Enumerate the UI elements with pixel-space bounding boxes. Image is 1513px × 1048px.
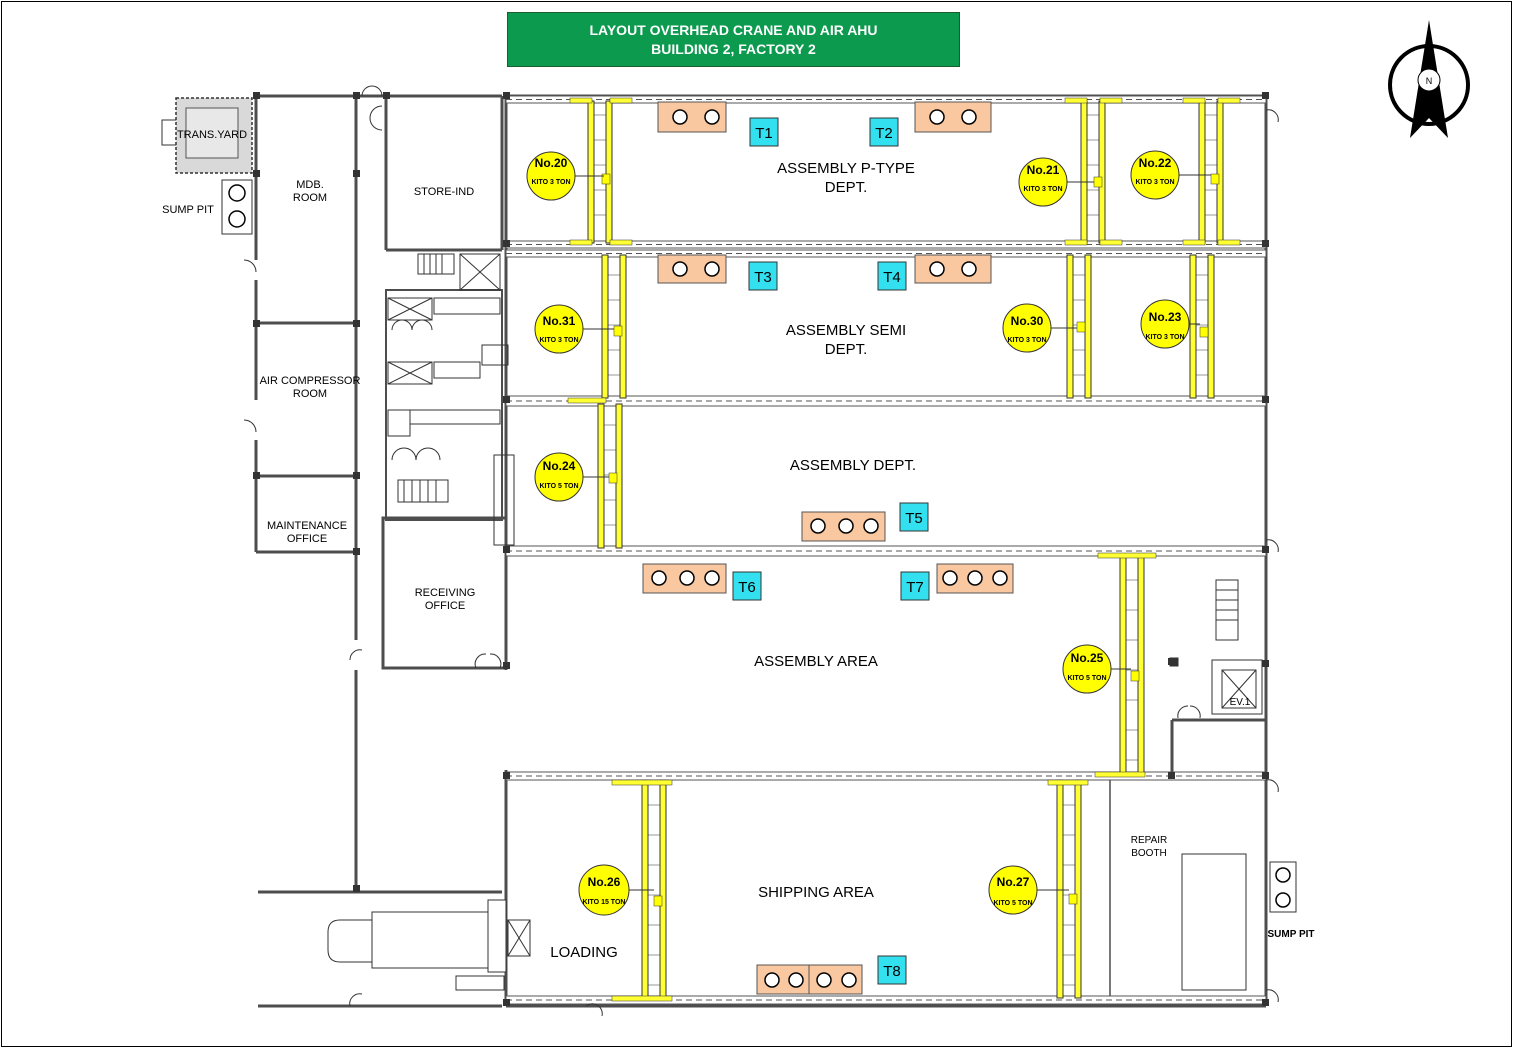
ahu-tag-t5-label: T5 — [905, 510, 923, 527]
crane-no27-id: No.27 — [997, 875, 1030, 889]
ahu-tag-t7: T7 — [900, 571, 930, 601]
dept-assembly-area: ASSEMBLY AREA — [754, 653, 878, 670]
crane-no20: No.20 KITO 3 TON — [526, 151, 604, 201]
crane-no26-capacity: KITO 15 TON — [583, 899, 626, 906]
ahu-tag-t7-label: T7 — [906, 579, 924, 596]
dept-assembly-p-type-2: DEPT. — [825, 179, 868, 196]
crane-no24: No.24 KITO 5 TON — [534, 452, 609, 502]
mdb-room-label-2: ROOM — [293, 192, 327, 204]
title-line-2: BUILDING 2, FACTORY 2 — [651, 41, 816, 57]
ahu-tag-t1-label: T1 — [755, 125, 773, 142]
ahu-tag-t6: T6 — [732, 571, 762, 601]
crane-no25-id: No.25 — [1071, 651, 1104, 665]
crane-no30: No.30 KITO 3 TON — [1002, 303, 1077, 353]
receiving-office-label-2: OFFICE — [425, 600, 465, 612]
store-ind-label: STORE-IND — [414, 186, 474, 198]
dept-assembly-semi-2: DEPT. — [825, 341, 868, 358]
crane-no20-capacity: KITO 3 TON — [531, 179, 570, 186]
trans-yard-label: TRANS.YARD — [177, 129, 247, 141]
ev-label: EV.1 — [1230, 697, 1251, 708]
dept-assembly-p-type-1: ASSEMBLY P-TYPE — [777, 160, 915, 177]
sump-pit-right-label: SUMP PIT — [1267, 929, 1314, 940]
air-compressor-room-label-2: ROOM — [293, 388, 327, 400]
doors — [243, 85, 1279, 1017]
crane-no20-id: No.20 — [535, 156, 568, 170]
crane-no25-capacity: KITO 5 TON — [1067, 675, 1106, 682]
dept-assembly: ASSEMBLY DEPT. — [790, 457, 916, 474]
crane-no23-capacity: KITO 3 TON — [1145, 334, 1184, 341]
ahu-tag-t3: T3 — [748, 261, 778, 291]
crane-no21-id: No.21 — [1027, 163, 1060, 177]
crane-no21: No.21 KITO 3 TON — [1018, 157, 1094, 207]
crane-no26: No.26 KITO 15 TON — [578, 864, 654, 916]
repair-booth-label-1: REPAIR — [1131, 835, 1168, 846]
ahu-tag-t4-label: T4 — [883, 269, 901, 286]
crane-no22: No.22 KITO 3 TON — [1130, 150, 1211, 200]
crane-no30-id: No.30 — [1011, 314, 1044, 328]
ahu-tags: T1 T2 T3 T4 T5 T6 — [732, 117, 930, 985]
bay-beams — [505, 95, 1267, 1005]
crane-no24-capacity: KITO 5 TON — [539, 483, 578, 490]
truck-icon — [327, 899, 531, 991]
crane-no30-capacity: KITO 3 TON — [1007, 337, 1046, 344]
mdb-room-label-1: MDB. — [296, 179, 324, 191]
repair-booth-label-2: BOOTH — [1131, 848, 1167, 859]
loading-label: LOADING — [550, 944, 618, 961]
repair-booth-area — [1181, 853, 1247, 991]
crane-no22-capacity: KITO 3 TON — [1135, 179, 1174, 186]
crane-badges: No.20 KITO 3 TON No.21 KITO 3 TON No.22 … — [526, 150, 1211, 916]
ahu-tag-t5: T5 — [899, 502, 929, 532]
crane-no26-id: No.26 — [588, 875, 621, 889]
sump-pit-right: SUMP PIT — [1267, 861, 1315, 940]
receiving-office-label-1: RECEIVING — [415, 587, 476, 599]
columns — [253, 92, 1269, 1006]
sump-pit-left: SUMP PIT — [162, 179, 253, 235]
crane-no22-id: No.22 — [1139, 156, 1172, 170]
maintenance-office-label-2: OFFICE — [287, 533, 327, 545]
crane-no25: No.25 KITO 5 TON — [1062, 644, 1131, 694]
compass-label: N — [1426, 76, 1433, 86]
air-compressor-room-label-1: AIR COMPRESSOR — [260, 375, 361, 387]
crane-no24-id: No.24 — [543, 459, 576, 473]
ahu-tag-t3-label: T3 — [754, 269, 772, 286]
ahu-tag-t2-label: T2 — [875, 125, 893, 142]
crane-no31-id: No.31 — [543, 314, 576, 328]
ahu-tag-t6-label: T6 — [738, 579, 756, 596]
ahu-tag-t1: T1 — [749, 117, 779, 147]
crane-no27: No.27 KITO 5 TON — [988, 865, 1069, 915]
crane-rails — [567, 97, 1241, 1002]
toilet-block-detail — [387, 253, 515, 546]
dept-assembly-semi-1: ASSEMBLY SEMI — [786, 322, 906, 339]
crane-no21-capacity: KITO 3 TON — [1023, 186, 1062, 193]
dept-shipping-area: SHIPPING AREA — [758, 884, 874, 901]
sump-pit-left-label: SUMP PIT — [162, 204, 214, 216]
crane-no23-id: No.23 — [1149, 310, 1182, 324]
crane-no27-capacity: KITO 5 TON — [993, 900, 1032, 907]
title-line-1: LAYOUT OVERHEAD CRANE AND AIR AHU — [589, 22, 878, 38]
crane-no23: No.23 KITO 3 TON — [1140, 299, 1200, 349]
maintenance-office-label-1: MAINTENANCE — [267, 520, 347, 532]
ahu-tag-t2: T2 — [869, 117, 899, 147]
stair-elevator: EV.1 — [1169, 579, 1263, 715]
ahu-tag-t4: T4 — [877, 261, 907, 291]
north-arrow-icon: N — [1388, 20, 1470, 138]
ahu-fan-boxes — [642, 101, 1014, 995]
crane-no31-capacity: KITO 3 TON — [539, 337, 578, 344]
ahu-tag-t8-label: T8 — [883, 963, 901, 980]
crane-no31: No.31 KITO 3 TON — [534, 304, 614, 354]
trans-yard: TRANS.YARD — [161, 97, 253, 174]
ahu-tag-t8: T8 — [877, 955, 907, 985]
title-banner: LAYOUT OVERHEAD CRANE AND AIR AHU BUILDI… — [507, 12, 960, 67]
